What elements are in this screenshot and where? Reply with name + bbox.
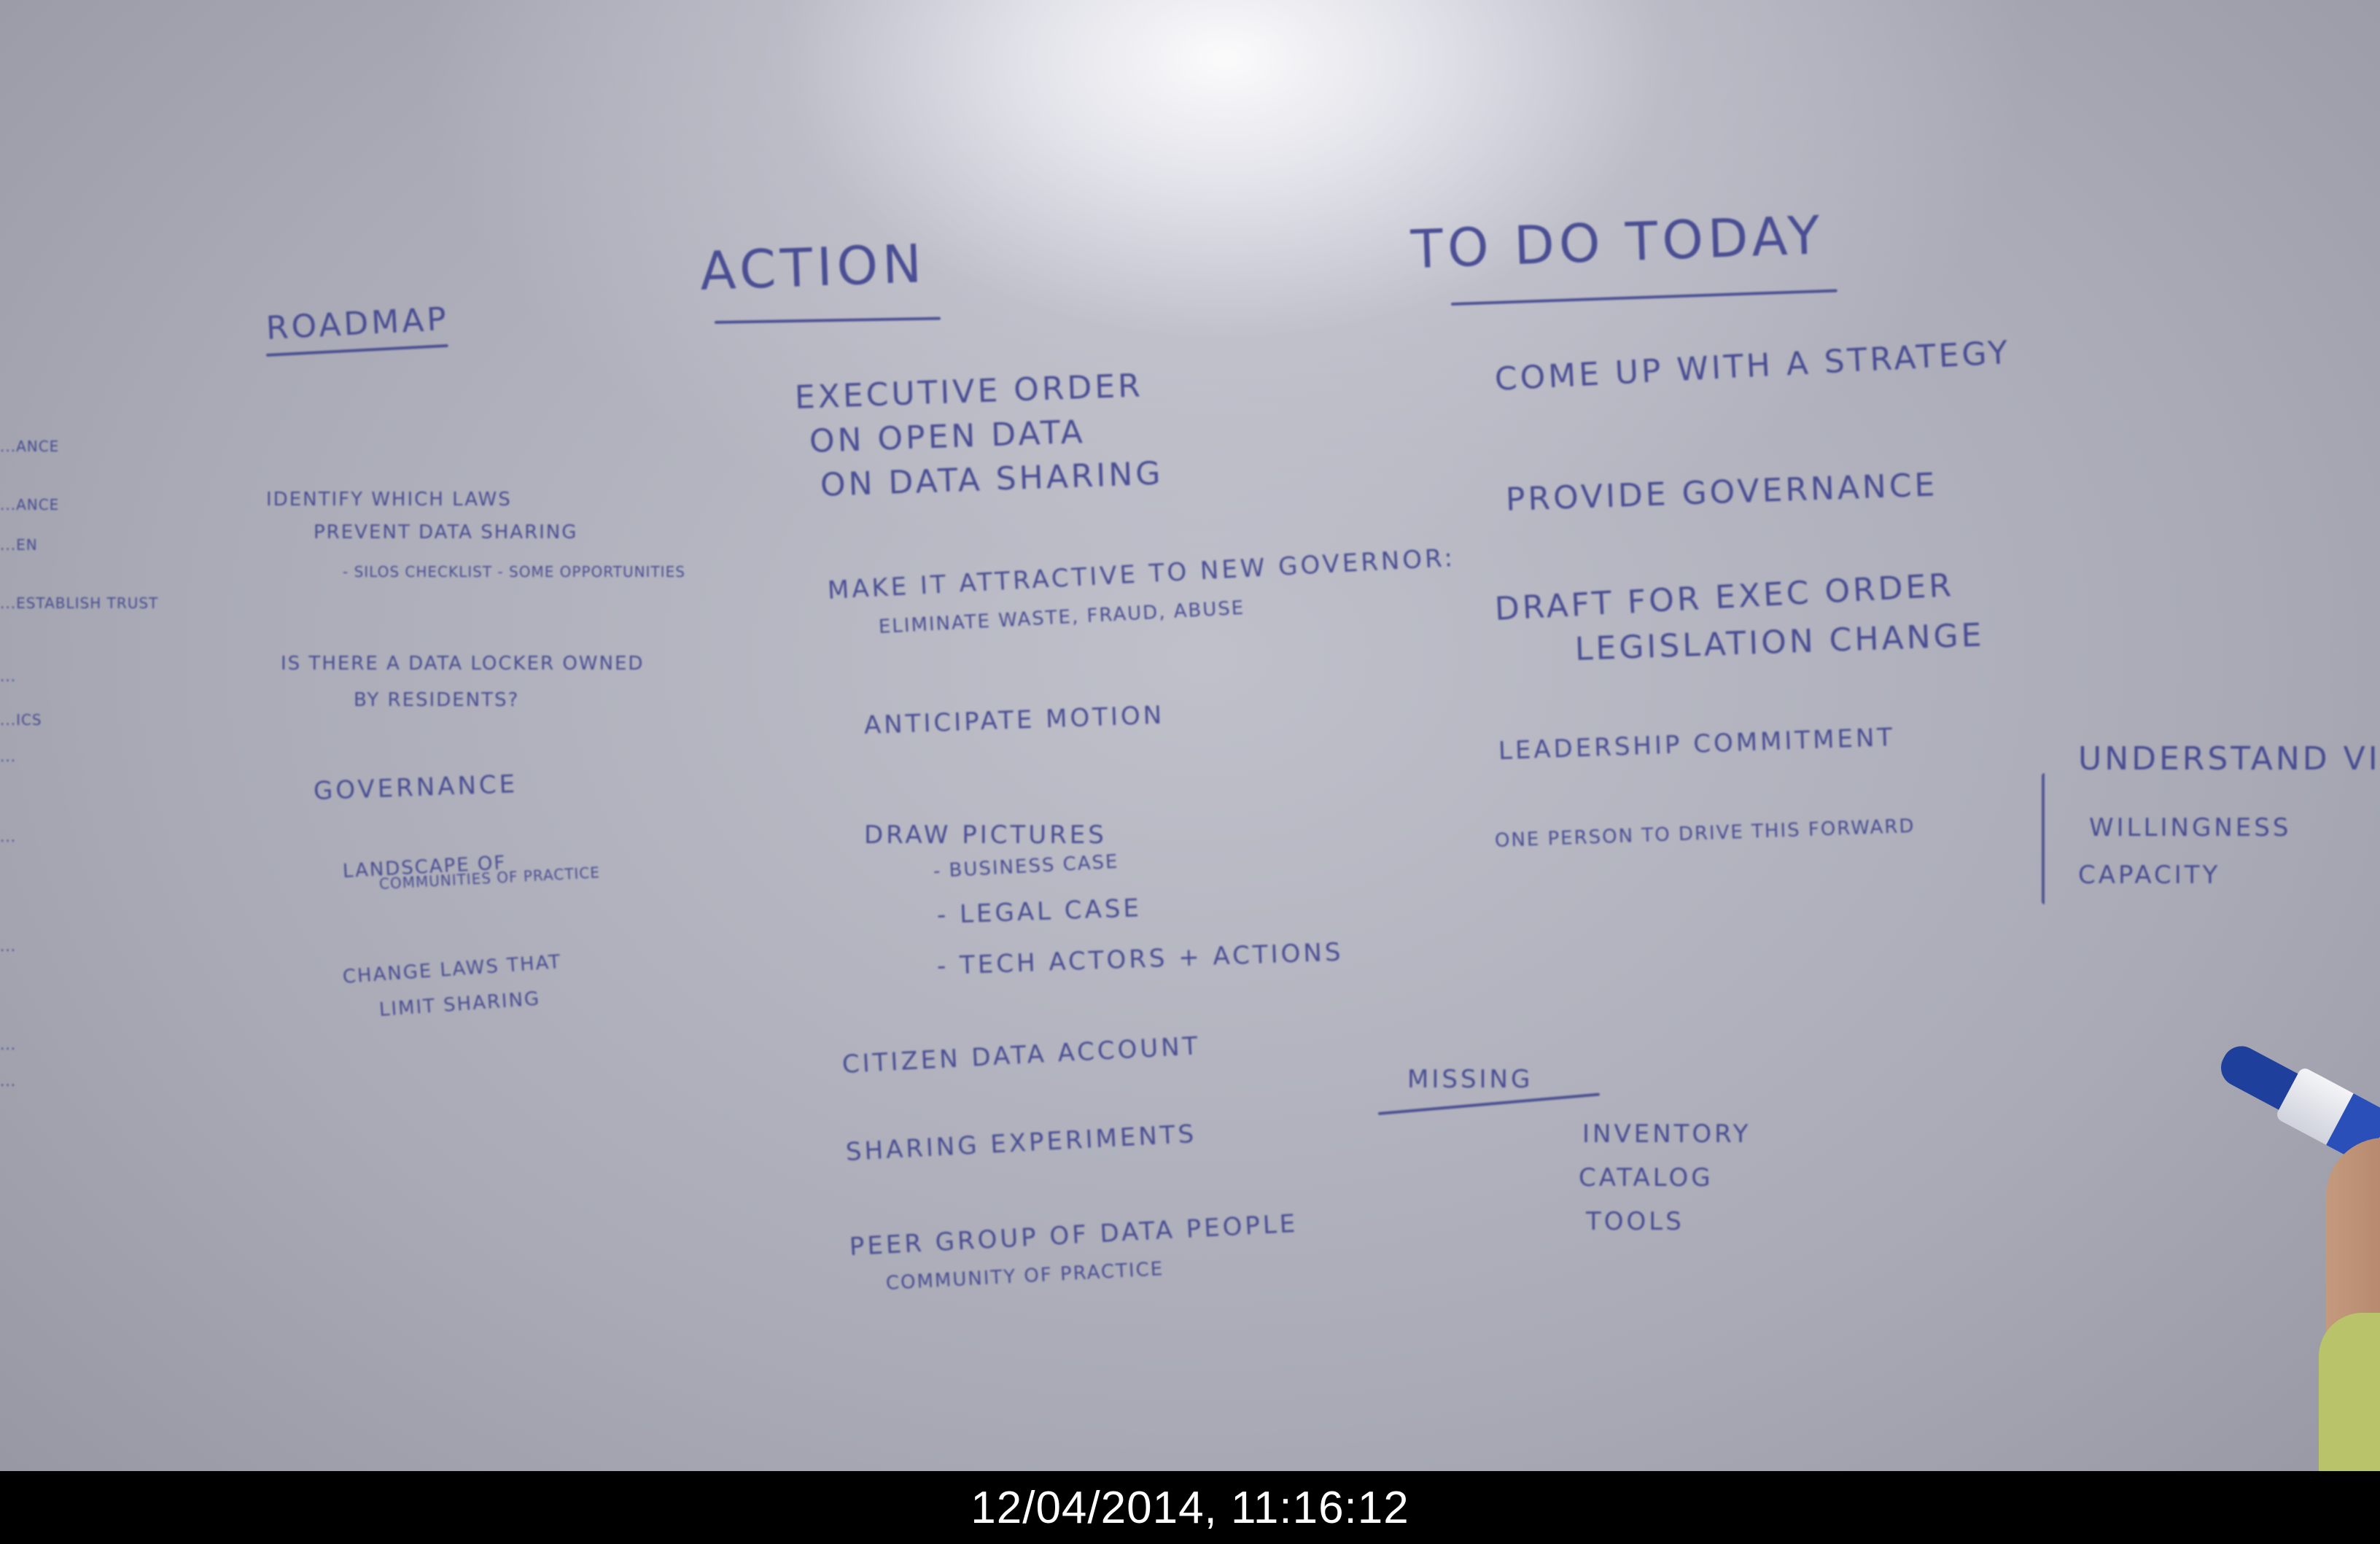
action-note: Citizen data account (841, 1031, 1202, 1079)
sleeve (2319, 1313, 2380, 1471)
action-note: Community of practice (885, 1258, 1164, 1295)
branch-brace (2042, 773, 2045, 904)
timestamp-bar: 12/04/2014, 11:16:12 (0, 1471, 2380, 1544)
edge-note: ...ance (0, 438, 60, 455)
todo-note: One person to drive this forward (1494, 815, 1916, 852)
roadmap-note: Identify which laws (266, 489, 512, 511)
missing-item: Inventory (1582, 1120, 1751, 1149)
action-note: Executive order (794, 367, 1144, 416)
todo-note: Come up with a strategy (1493, 333, 2012, 398)
underline-action (714, 317, 941, 324)
edge-note: ... (0, 748, 17, 765)
action-note: on open data (809, 413, 1086, 460)
whiteboard-photo: Action Roadmap To do today ...ance ...an… (0, 0, 2380, 1471)
underline-todo (1450, 289, 1838, 306)
underline-roadmap (265, 344, 448, 357)
todo-note: legislation change (1574, 616, 1986, 668)
todo-branch: Capacity (2078, 861, 2221, 890)
underline-missing (1377, 1093, 1601, 1115)
edge-note: ... (0, 937, 17, 955)
roadmap-note: - Silos checklist - Some opportunities (343, 563, 685, 581)
heading-roadmap: Roadmap (265, 300, 451, 347)
todo-branch: Understand vis... (2078, 740, 2380, 777)
edge-note: ...ance (0, 496, 60, 513)
action-note: on data sharing (820, 454, 1164, 504)
edge-note: ...establish trust (0, 594, 159, 612)
missing-heading: Missing (1407, 1065, 1533, 1094)
todo-branch: Willingness (2089, 813, 2292, 842)
edge-note: ... (0, 1036, 17, 1053)
todo-note: Draft for exec order (1493, 567, 1956, 628)
heading-todo: To do today (1409, 204, 1826, 280)
roadmap-note: limit sharing (378, 988, 542, 1021)
heading-action: Action (699, 233, 928, 302)
roadmap-note: Governance (313, 769, 518, 806)
roadmap-note: Change laws that (341, 951, 563, 988)
action-note: Anticipate motion (863, 700, 1165, 740)
edge-note: ... (0, 1072, 17, 1090)
missing-item: Catalog (1579, 1163, 1714, 1192)
edge-note: ...ics (0, 711, 42, 729)
roadmap-note: Is there a data locker owned (281, 653, 645, 675)
action-note: Sharing experiments (844, 1119, 1198, 1167)
action-note: - Legal case (936, 893, 1143, 930)
action-note: - Business case (933, 850, 1120, 882)
missing-item: Tools (1586, 1207, 1684, 1236)
todo-note: Leadership commitment (1498, 723, 1896, 766)
todo-note: Provide governance (1505, 466, 1939, 519)
action-note: Draw pictures (864, 821, 1107, 850)
action-note: - Tech actors + actions (936, 937, 1345, 981)
roadmap-note: prevent data sharing (314, 521, 578, 543)
timestamp-text: 12/04/2014, 11:16:12 (971, 1482, 1409, 1533)
action-note: Make it attractive to new governor: (826, 543, 1456, 605)
action-note: eliminate waste, fraud, abuse (878, 597, 1245, 638)
edge-note: ...en (0, 536, 38, 554)
action-note: Peer group of data people (848, 1209, 1299, 1262)
roadmap-note: by residents? (354, 689, 520, 711)
edge-note: ... (0, 667, 17, 685)
edge-note: ... (0, 828, 17, 845)
